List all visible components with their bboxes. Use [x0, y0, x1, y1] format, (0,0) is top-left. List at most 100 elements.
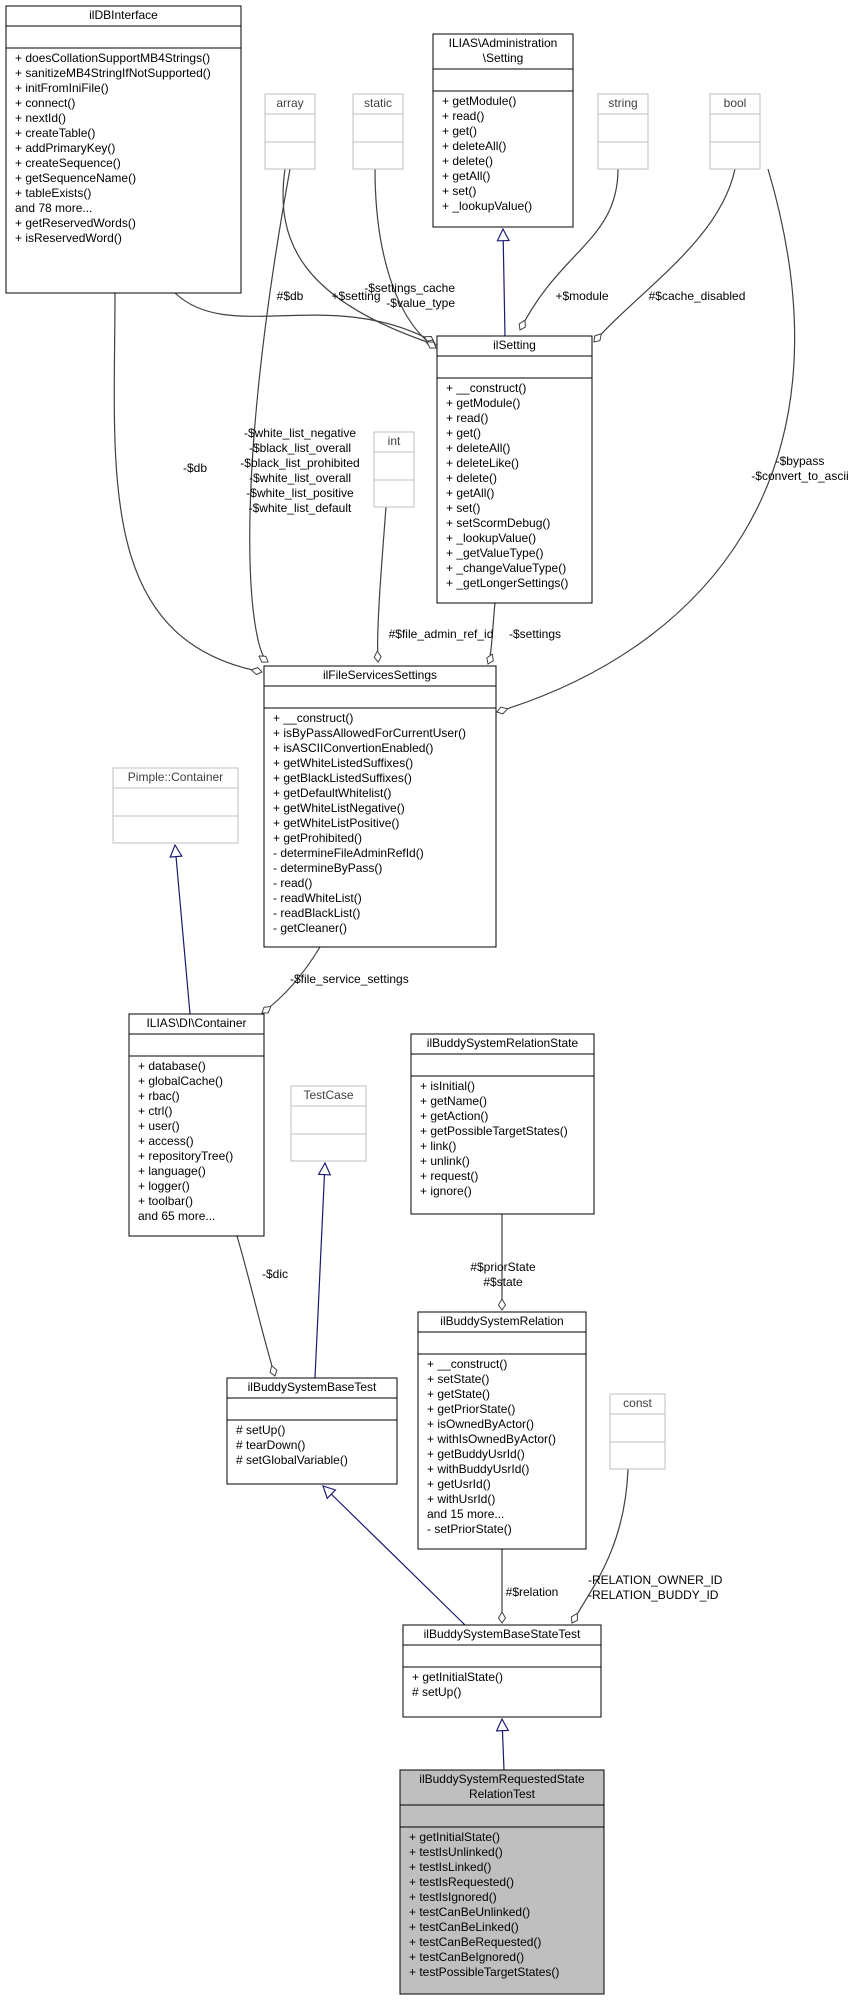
class-int[interactable]: int — [373, 431, 415, 508]
class-method: + doesCollationSupportMB4Strings() — [15, 51, 210, 65]
edge-label: -$black_list_overall — [249, 441, 351, 455]
class-method: # setGlobalVariable() — [236, 1453, 348, 1467]
class-box — [290, 1085, 367, 1162]
class-method: + testCanBeLinked() — [409, 1920, 519, 1934]
class-name: bool — [724, 96, 747, 110]
class-method: - determineByPass() — [273, 861, 382, 875]
class-method: + setState() — [427, 1372, 489, 1386]
association-edge — [572, 1468, 629, 1623]
class-ilsetting[interactable]: ilSetting+ __construct()+ getModule()+ r… — [436, 335, 593, 604]
classes-layer: ilDBInterface + doesCollationSupportMB4St… — [5, 5, 761, 1995]
class-name: int — [388, 434, 401, 448]
class-method: + testCanBeRequested() — [409, 1935, 541, 1949]
class-box — [436, 335, 593, 604]
class-method: + _lookupValue() — [446, 531, 536, 545]
class-method: + connect() — [15, 96, 75, 110]
class-requested[interactable]: ilBuddySystemRequestedStateRelationTest+… — [399, 1769, 605, 1995]
class-method: # tearDown() — [236, 1438, 305, 1452]
class-method: + getDefaultWhitelist() — [273, 786, 391, 800]
class-method: and 78 more... — [15, 201, 92, 215]
class-const[interactable]: const — [609, 1393, 666, 1470]
class-name: \Setting — [483, 51, 524, 65]
edge-label: #$relation — [506, 1585, 559, 1599]
class-method: - readBlackList() — [273, 906, 360, 920]
edge-label: -$value_type — [386, 296, 455, 310]
class-name: TestCase — [303, 1088, 353, 1102]
class-method: + createSequence() — [15, 156, 121, 170]
class-method: + user() — [138, 1119, 180, 1133]
edge-label: -$white_list_positive — [246, 486, 354, 500]
class-method: + language() — [138, 1164, 206, 1178]
class-method: + getUsrId() — [427, 1477, 491, 1491]
class-relationstate[interactable]: ilBuddySystemRelationState+ isInitial()+… — [410, 1033, 595, 1215]
class-method: + unlink() — [420, 1154, 470, 1168]
class-method: + getSequenceName() — [15, 171, 136, 185]
class-box — [709, 93, 761, 170]
class-method: + getWhiteListNegative() — [273, 801, 405, 815]
class-box — [373, 431, 415, 508]
class-method: + testCanBeUnlinked() — [409, 1905, 530, 1919]
class-array[interactable]: array — [264, 93, 316, 170]
class-method: + testPossibleTargetStates() — [409, 1965, 559, 1979]
class-method: + getAll() — [442, 169, 490, 183]
class-method: + getWhiteListedSuffixes() — [273, 756, 413, 770]
class-method: + setScormDebug() — [446, 516, 550, 530]
class-box — [264, 93, 316, 170]
class-method: + testCanBeIgnored() — [409, 1950, 524, 1964]
class-method: + ctrl() — [138, 1104, 172, 1118]
class-method: + getState() — [427, 1387, 490, 1401]
class-method: + getWhiteListPositive() — [273, 816, 399, 830]
class-ildbinterface[interactable]: ilDBInterface + doesCollationSupportMB4St… — [5, 5, 242, 294]
edge-label: #$file_admin_ref_id — [389, 627, 494, 641]
class-bool[interactable]: bool — [709, 93, 761, 170]
class-string[interactable]: string — [597, 93, 649, 170]
class-method: + isASCIIConvertionEnabled() — [273, 741, 433, 755]
class-method: + deleteLike() — [446, 456, 519, 470]
class-relation[interactable]: ilBuddySystemRelation+ __construct()+ se… — [417, 1311, 587, 1550]
class-method: + getPriorState() — [427, 1402, 515, 1416]
class-method: # setUp() — [412, 1685, 461, 1699]
class-name: ilBuddySystemRequestedState — [419, 1772, 585, 1786]
association-edge — [249, 168, 291, 662]
class-ilfileservicessettings[interactable]: ilFileServicesSettings+ __construct()+ i… — [263, 665, 497, 948]
class-box — [263, 665, 497, 948]
association-edge — [378, 506, 387, 662]
class-method: + ignore() — [420, 1184, 472, 1198]
class-pimple[interactable]: Pimple::Container — [112, 767, 239, 844]
class-method: + deleteAll() — [442, 139, 506, 153]
association-edge — [520, 168, 619, 330]
edge-label: -RELATION_BUDDY_ID — [588, 1588, 719, 1602]
edge-label: +$module — [555, 289, 608, 303]
class-name: ilBuddySystemRelation — [440, 1314, 563, 1328]
class-name: const — [623, 1396, 652, 1410]
class-method: - readWhiteList() — [273, 891, 362, 905]
class-method: + isByPassAllowedForCurrentUser() — [273, 726, 466, 740]
inheritance-edge — [323, 1486, 466, 1626]
edge-label: -$settings_cache — [364, 281, 455, 295]
class-method: + getBuddyUsrId() — [427, 1447, 525, 1461]
class-static[interactable]: static — [352, 93, 404, 170]
class-di-container[interactable]: ILIAS\DI\Container+ database()+ globalCa… — [128, 1013, 265, 1237]
class-method: + delete() — [446, 471, 497, 485]
class-name: ilBuddySystemRelationState — [427, 1036, 579, 1050]
class-method: + getBlackListedSuffixes() — [273, 771, 412, 785]
class-ilias-setting[interactable]: ILIAS\Administration\Setting+ getModule(… — [432, 33, 574, 228]
class-method: - determineFileAdminRefId() — [273, 846, 424, 860]
class-method: and 15 more... — [427, 1507, 504, 1521]
class-method: + set() — [442, 184, 476, 198]
edge-label: #$cache_disabled — [649, 289, 746, 303]
class-method: + getInitialState() — [412, 1670, 503, 1684]
class-basetest[interactable]: ilBuddySystemBaseTest# setUp()# tearDown… — [226, 1377, 398, 1485]
class-method: + testIsUnlinked() — [409, 1845, 503, 1859]
class-method: + testIsRequested() — [409, 1875, 514, 1889]
class-testcase[interactable]: TestCase — [290, 1085, 367, 1162]
class-box — [352, 93, 404, 170]
class-basestatetest[interactable]: ilBuddySystemBaseStateTest+ getInitialSt… — [402, 1624, 602, 1718]
class-method: + initFromIniFile() — [15, 81, 109, 95]
edge-label: -$db — [183, 461, 207, 475]
class-method: + set() — [446, 501, 480, 515]
class-name: Pimple::Container — [128, 770, 223, 784]
class-name: ilDBInterface — [89, 8, 158, 22]
association-edge — [236, 1235, 275, 1376]
